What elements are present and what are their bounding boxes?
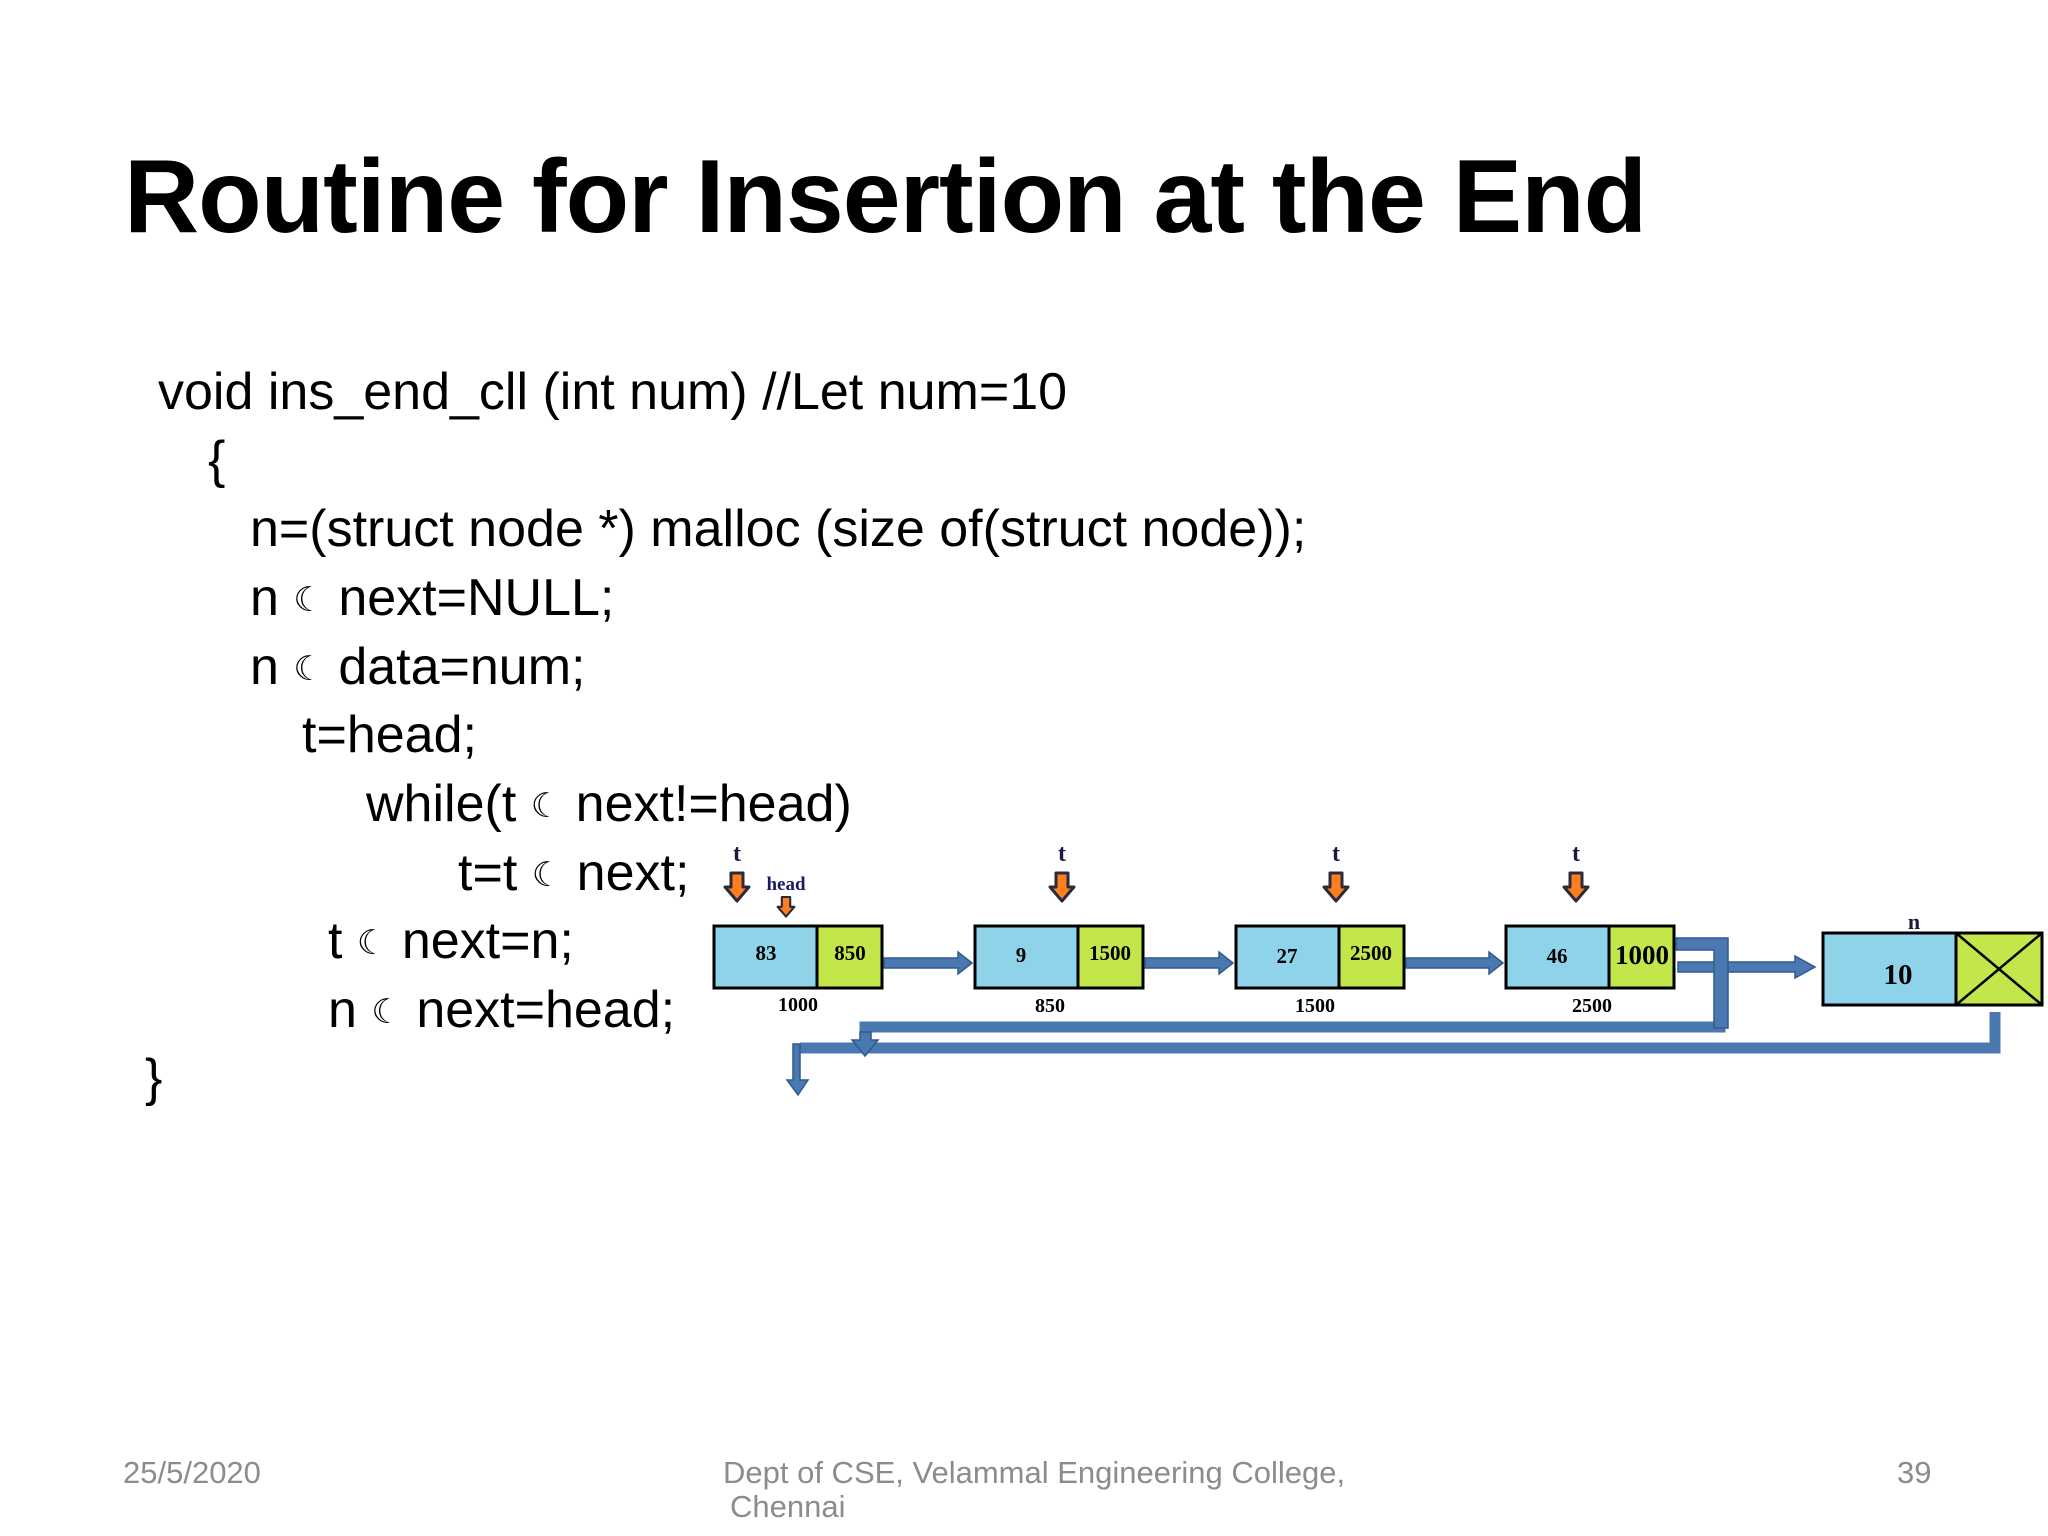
footer-page-number: 39 [1897, 1455, 1932, 1490]
code-line-5: n ☾ data=num; [250, 641, 586, 693]
svg-text:1000: 1000 [1615, 940, 1669, 970]
pointer-n: n [1908, 909, 1920, 934]
code-token: while(t [366, 775, 517, 833]
code-line-7: while(t ☾ next!=head) [366, 778, 852, 830]
arrow-operator-icon: ☾ [293, 579, 324, 620]
new-node: 10 [1821, 931, 2044, 1007]
footer-dept-line2: Chennai [730, 1489, 846, 1524]
footer-date: 25/5/2020 [123, 1455, 261, 1490]
svg-text:2500: 2500 [1350, 941, 1392, 965]
code-token: t=t [458, 844, 518, 902]
code-token: next; [576, 844, 690, 902]
code-line-6: t=head; [302, 706, 477, 764]
pointer-t-4: t [1562, 841, 1590, 903]
code-token: n [250, 638, 279, 696]
list-node-1: 83 850 1000 [712, 924, 884, 1016]
svg-text:1000: 1000 [778, 994, 818, 1016]
pointer-t-2: t [1048, 841, 1076, 903]
arrow-operator-icon: ☾ [531, 854, 563, 895]
code-line-10: n ☾ next=head; [328, 984, 675, 1036]
svg-text:2500: 2500 [1572, 995, 1612, 1017]
svg-text:t: t [1058, 841, 1066, 867]
svg-text:1500: 1500 [1295, 995, 1335, 1017]
code-line-4: n ☾ next=NULL; [250, 572, 614, 624]
code-line-11: } [145, 1049, 163, 1107]
svg-text:9: 9 [1016, 943, 1027, 967]
code-token: data=num; [338, 638, 586, 696]
svg-text:850: 850 [834, 941, 866, 965]
svg-text:850: 850 [1035, 995, 1065, 1017]
code-line-8: t=t ☾ next; [458, 847, 689, 899]
svg-text:10: 10 [1884, 959, 1913, 991]
code-token: next=NULL; [338, 569, 615, 627]
pointer-head: head [766, 874, 806, 918]
pointer-t-1: t [723, 841, 751, 903]
code-line-1: void ins_end_cll (int num) //Let num=10 [158, 363, 1068, 421]
arrow-operator-icon: ☾ [293, 648, 324, 689]
svg-text:27: 27 [1277, 944, 1298, 968]
code-line-3: n=(struct node *) malloc (size of(struct… [250, 500, 1307, 558]
svg-text:46: 46 [1547, 944, 1568, 968]
code-line-2: { [208, 431, 226, 489]
code-token: next=head; [416, 981, 676, 1039]
list-node-4: 46 1000 2500 [1504, 924, 1676, 1017]
svg-text:t: t [733, 841, 741, 867]
footer-dept-line1: Dept of CSE, Velammal Engineering Colleg… [723, 1455, 1346, 1490]
code-token: next!=head) [575, 775, 852, 833]
code-token: n [328, 981, 357, 1039]
arrow-operator-icon: ☾ [530, 785, 562, 826]
list-node-2: 9 1500 850 [973, 924, 1145, 1017]
list-node-3: 27 2500 1500 [1234, 924, 1406, 1017]
svg-text:n: n [1908, 909, 1920, 934]
svg-text:83: 83 [756, 941, 777, 965]
arrow-operator-icon: ☾ [371, 991, 402, 1032]
code-line-9: t ☾ next=n; [328, 915, 574, 967]
svg-text:1500: 1500 [1089, 941, 1131, 965]
svg-text:head: head [766, 874, 806, 895]
arrow-operator-icon: ☾ [356, 922, 388, 963]
pointer-t-3: t [1322, 841, 1350, 903]
link-arrows [785, 937, 1817, 1097]
svg-text:t: t [1332, 841, 1340, 867]
slide-title: Routine for Insertion at the End [124, 139, 1647, 255]
code-token: t [328, 912, 343, 970]
svg-text:t: t [1572, 841, 1580, 867]
code-token: n [250, 569, 279, 627]
code-token: next=n; [401, 912, 574, 970]
